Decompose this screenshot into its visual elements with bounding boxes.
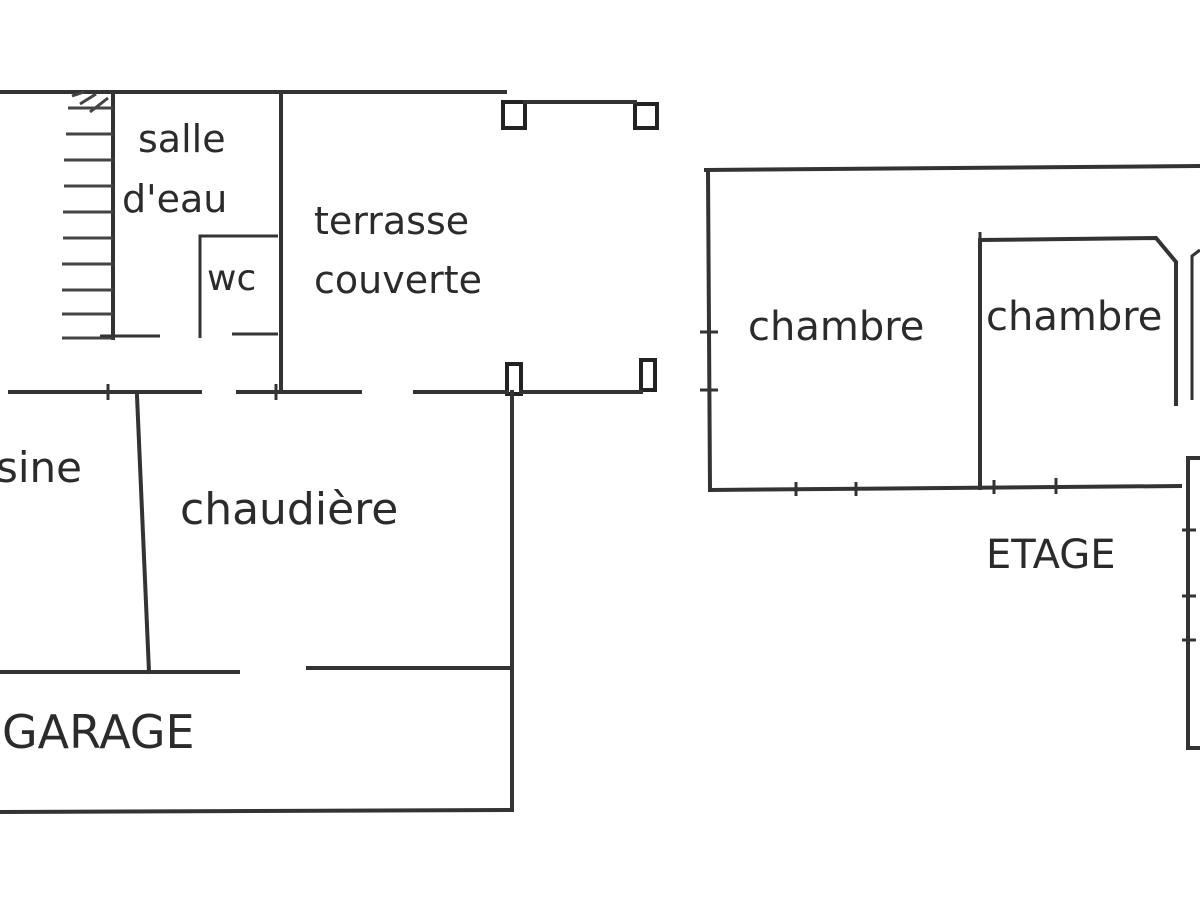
pillar [501, 100, 527, 130]
level-label-etage: ETAGE [986, 532, 1116, 578]
pillar [633, 102, 659, 130]
pillar [639, 358, 657, 392]
room-label-deau: d'eau [122, 177, 227, 221]
room-label-chambre-1: chambre [748, 304, 924, 350]
room-label-couverte: couverte [314, 258, 482, 302]
wall-etage-bottom [707, 483, 1183, 493]
room-label-garage: GARAGE [2, 705, 195, 759]
staircase [62, 90, 113, 340]
upper-floor: chambre chambre ETAGE [700, 163, 1200, 750]
wall-chambre2 [978, 235, 1178, 490]
room-label-salle: salle [138, 117, 226, 161]
pillar [505, 362, 523, 396]
wall-right-fragment [1190, 248, 1200, 400]
room-label-cuisine: sine [0, 443, 82, 492]
room-label-chambre-2: chambre [986, 294, 1162, 340]
wall-garage-bottom [0, 807, 515, 815]
wall-wc [198, 234, 278, 338]
room-label-wc: wc [207, 258, 256, 299]
wall-etage-top [703, 163, 1200, 173]
room-label-terrasse: terrasse [314, 199, 469, 243]
wall-stair-right [1186, 456, 1200, 750]
wall-garage-top [0, 666, 514, 674]
ground-floor: salle d'eau wc terrasse couverte sine ch… [0, 90, 659, 815]
wall-kitchen [134, 393, 152, 675]
room-label-chaudiere: chaudière [180, 484, 398, 535]
